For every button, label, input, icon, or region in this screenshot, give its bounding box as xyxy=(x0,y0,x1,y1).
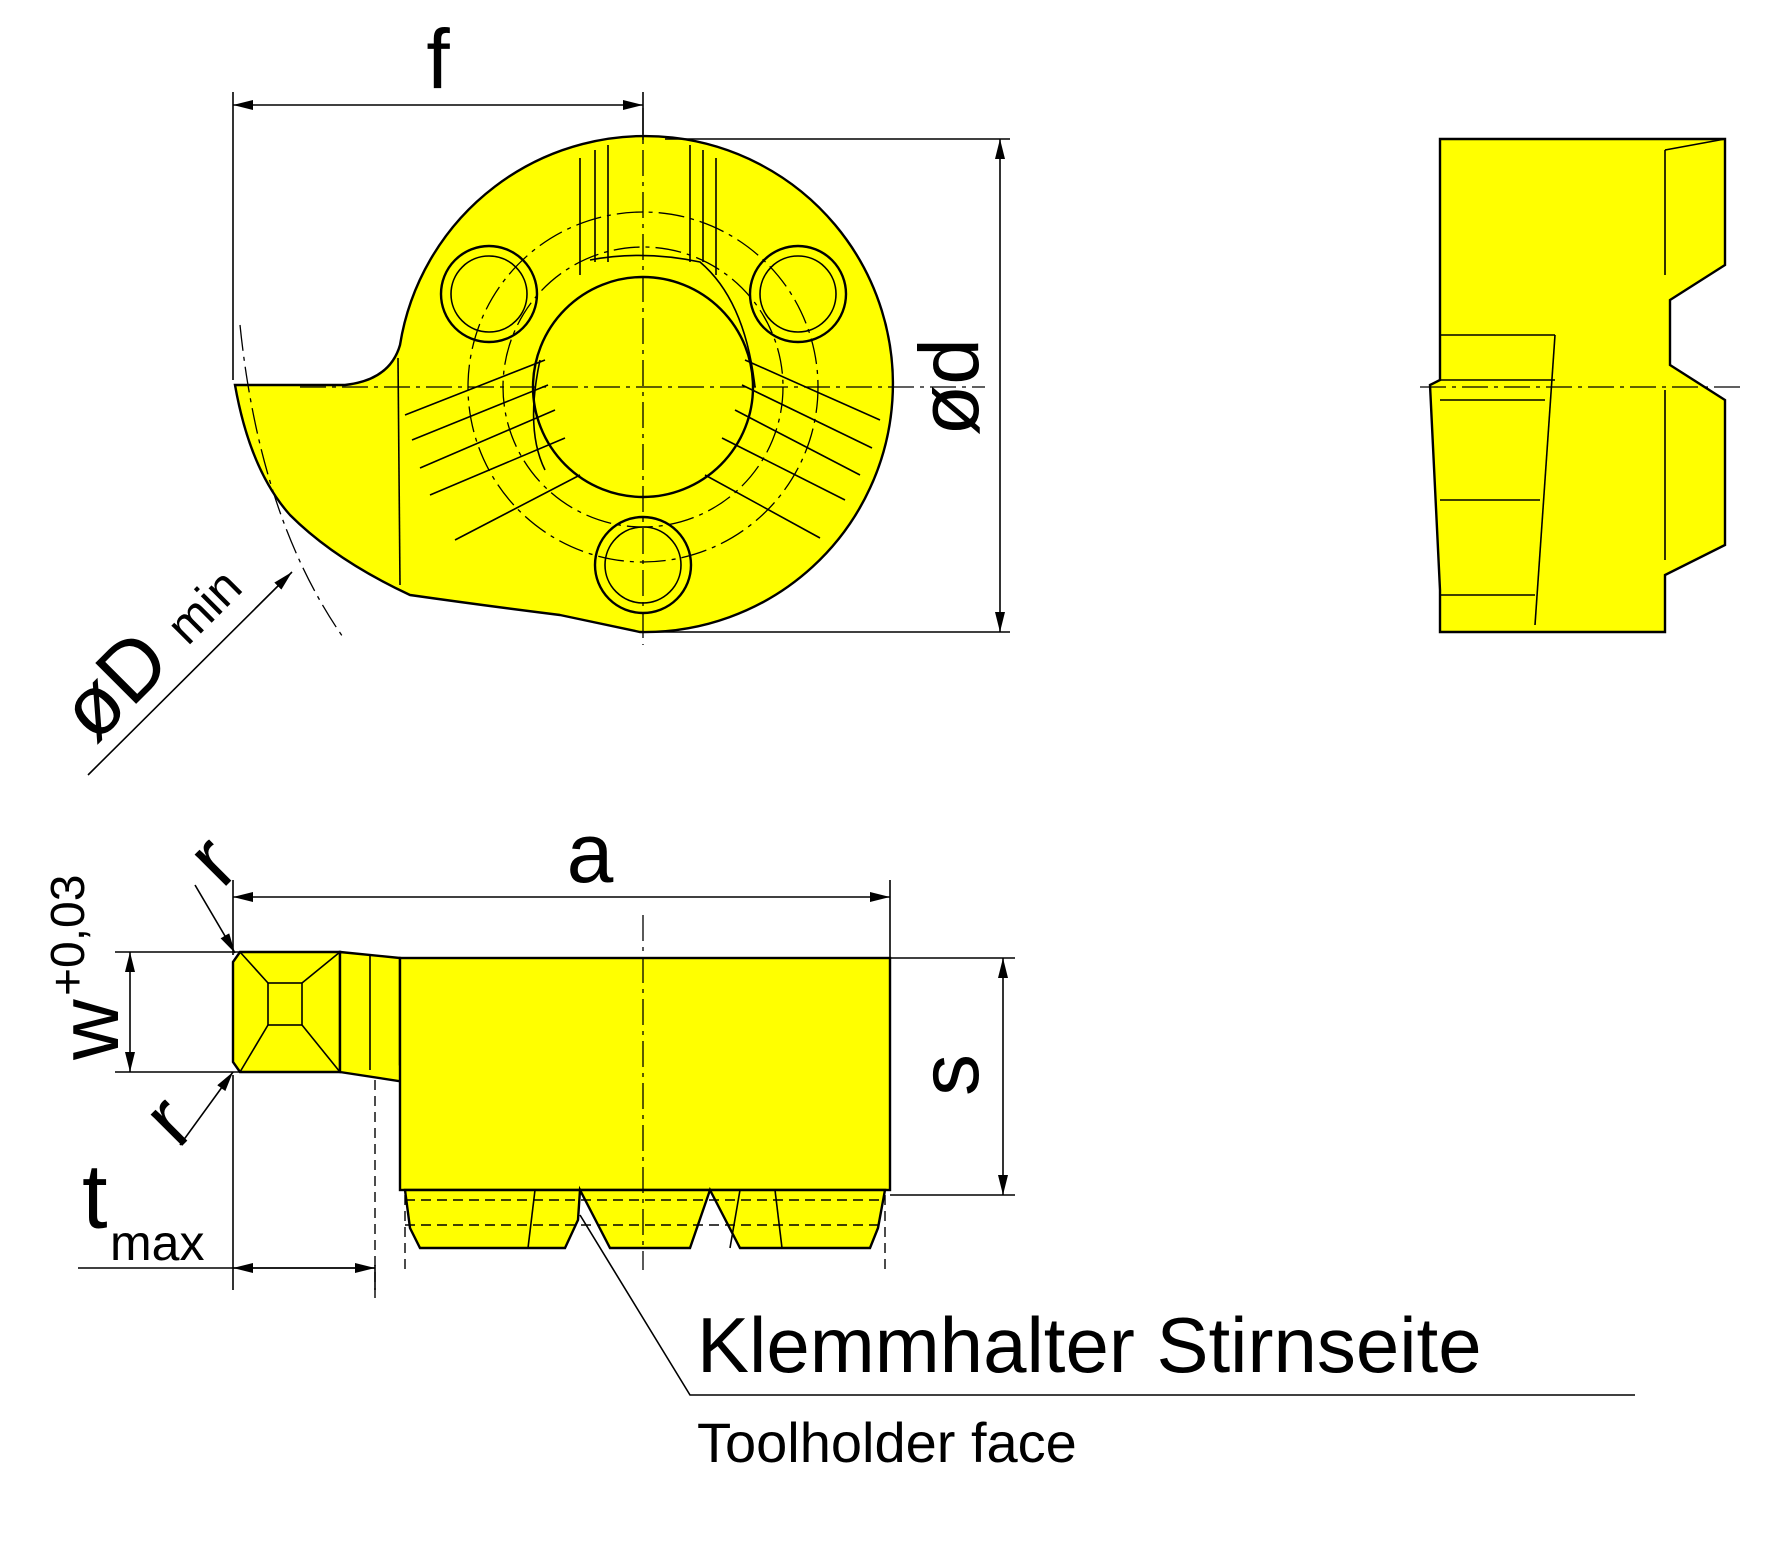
top-view-cutting-head xyxy=(231,950,342,1074)
dim-s xyxy=(890,957,1015,1196)
top-view-serration xyxy=(403,1185,887,1250)
caption-english: Toolholder face xyxy=(697,1411,1077,1474)
label-d: ød xyxy=(902,338,996,436)
side-view-body xyxy=(1428,137,1727,634)
toolholder-face-leader xyxy=(579,1214,1635,1396)
label-a: a xyxy=(567,806,614,900)
front-view-body xyxy=(233,134,895,634)
label-s: s xyxy=(902,1054,996,1096)
dim-r-top xyxy=(194,884,236,954)
label-t: t xyxy=(82,1146,108,1248)
label-t-sub: max xyxy=(110,1215,204,1271)
dim-r-bottom xyxy=(179,1071,234,1146)
screw-hole-left xyxy=(439,244,539,344)
dim-tmax xyxy=(78,1075,376,1290)
top-view xyxy=(231,915,892,1300)
side-view xyxy=(1420,137,1740,634)
label-r-top: r xyxy=(168,816,254,902)
label-Dmin: øD xyxy=(41,612,187,758)
dim-Dmin xyxy=(87,571,293,776)
screw-hole-right xyxy=(748,244,848,344)
top-view-neck xyxy=(338,950,407,1084)
dim-d xyxy=(643,138,1010,633)
label-w: w xyxy=(42,999,136,1061)
dim-f xyxy=(232,92,644,380)
front-view-facets xyxy=(397,145,881,586)
label-Dmin-sub: min xyxy=(156,558,253,655)
front-view xyxy=(233,108,985,645)
label-w-tolerance: +0,03 xyxy=(42,875,95,996)
caption-german: Klemmhalter Stirnseite xyxy=(697,1301,1482,1389)
label-Dmin-group: øD min xyxy=(41,558,253,758)
label-f: f xyxy=(426,12,450,106)
dim-a xyxy=(232,880,891,958)
top-view-shank xyxy=(398,956,892,1192)
label-w-group: w +0,03 xyxy=(42,875,136,1061)
